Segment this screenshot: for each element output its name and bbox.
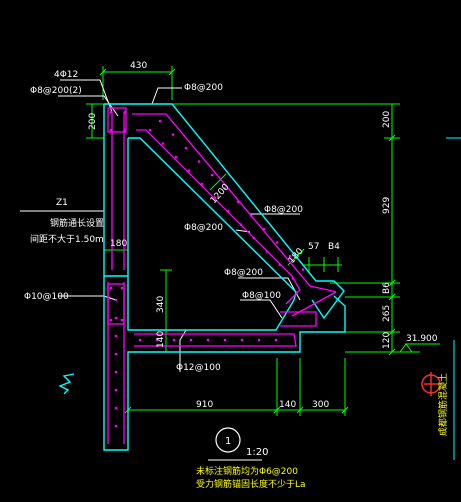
dim-1200: 1200 xyxy=(209,182,232,206)
dim-b4: B4 xyxy=(328,242,340,252)
rebar-dot xyxy=(226,209,230,213)
rebar-dot xyxy=(206,338,210,342)
rebar-dot xyxy=(240,338,244,342)
right-side-text: 成都钢筋混凝土 xyxy=(437,373,449,436)
rebar-dot xyxy=(223,187,227,190)
rebar-dot xyxy=(187,169,191,172)
dim-120: 120 xyxy=(382,332,392,349)
label-column-name: Z1 xyxy=(56,198,68,208)
detail-marker: 1 1:20 未标注钢筋均为Φ6@200 受力钢筋锚固长度不少于La xyxy=(196,427,306,490)
rebar-dot xyxy=(210,173,214,177)
rebar-dot xyxy=(252,236,256,240)
label-rebar-box1: Φ8@200 xyxy=(224,268,263,278)
rebar-dot xyxy=(288,254,292,258)
label-rebar-box2: Φ8@100 xyxy=(242,291,281,301)
rebar-dot xyxy=(291,277,295,280)
rebar-dot xyxy=(184,146,188,150)
rebar-dot xyxy=(265,250,269,253)
dim-left-200: 200 xyxy=(88,113,98,130)
rebar-dot xyxy=(172,338,176,342)
detail-scale: 1:20 xyxy=(246,447,268,458)
rebar-dot xyxy=(120,318,124,322)
label-top-right: Φ8@200 xyxy=(184,83,223,93)
label-rebar-mid-right: Φ8@200 xyxy=(264,205,303,215)
rebar-dot xyxy=(189,338,193,342)
rebar-dot xyxy=(114,424,118,428)
detail-number: 1 xyxy=(225,436,231,447)
dim-180: 180 xyxy=(110,239,127,249)
dim-265: 265 xyxy=(382,305,392,322)
label-top-stirrup: Φ8@200(2) xyxy=(30,86,82,96)
rebar-dot xyxy=(200,182,204,186)
label-column-note1: 钢筋通长设置 xyxy=(50,217,104,229)
dim-430: 430 xyxy=(130,61,147,71)
dim-140-bottom: 140 xyxy=(279,400,296,410)
rebar-dot xyxy=(114,406,118,410)
adjacent-detail: 成都钢筋混凝土 xyxy=(421,137,461,460)
rebar-dot xyxy=(174,155,178,159)
rebar-dot xyxy=(120,286,124,290)
rebar-dot xyxy=(161,142,165,145)
rebar-dot xyxy=(158,119,162,123)
note-2: 受力钢筋锚固长度不少于La xyxy=(196,478,306,490)
rebar-dot xyxy=(223,338,227,342)
rebar-dot xyxy=(114,352,118,356)
rebar-labels: 4Φ12 Φ8@200(2) Φ8@200 Z1 钢筋通长设置 间距不大于1.5… xyxy=(24,70,438,373)
note-1: 未标注钢筋均为Φ6@200 xyxy=(196,465,298,477)
rebar-dot xyxy=(114,316,118,320)
rebar-dot xyxy=(109,110,113,114)
rebar-dot xyxy=(301,268,305,271)
rebar-dot xyxy=(109,318,113,322)
rebar-dot xyxy=(114,388,118,392)
dimension-lines xyxy=(86,66,440,416)
rebar-dot xyxy=(197,160,201,163)
rebar-dot xyxy=(123,128,127,132)
rebar-dot xyxy=(257,338,261,342)
rebar-layout xyxy=(107,107,337,444)
label-elevation: 31.900 xyxy=(406,334,438,344)
rebar-dots xyxy=(109,110,305,428)
dim-300: 300 xyxy=(312,400,329,410)
dim-140-left: 140 xyxy=(156,331,166,348)
rebar-dot xyxy=(275,241,279,244)
rebar-dot xyxy=(109,286,113,290)
rebar-dot xyxy=(213,196,217,199)
dim-929: 929 xyxy=(382,197,392,214)
rebar-dot xyxy=(114,334,118,338)
rebar-dot xyxy=(249,214,253,217)
rebar-dot xyxy=(109,128,113,132)
dim-340: 340 xyxy=(156,296,166,313)
rebar-dot xyxy=(114,370,118,374)
rebar-dot xyxy=(274,338,278,342)
rebar-dot xyxy=(278,263,282,267)
label-top-bars: 4Φ12 xyxy=(54,70,78,80)
rebar-dot xyxy=(123,110,127,114)
rebar-dot xyxy=(155,338,159,342)
label-rebar-left: Φ10@100 xyxy=(24,292,69,302)
dim-right-200: 200 xyxy=(382,111,392,128)
rebar-dot xyxy=(114,298,118,302)
rebar-dot xyxy=(138,338,142,342)
rebar-dot xyxy=(236,200,240,204)
dim-b6: B6 xyxy=(382,282,392,294)
rebar-dot xyxy=(239,223,243,226)
dim-57: 57 xyxy=(308,242,319,252)
label-column-note2: 间距不大于1.50m xyxy=(30,233,104,245)
label-rebar-mid-left: Φ8@200 xyxy=(184,223,223,233)
dim-910: 910 xyxy=(196,400,213,410)
rebar-dot xyxy=(171,133,175,136)
label-rebar-bottom: Φ12@100 xyxy=(176,363,221,373)
concrete-outline xyxy=(58,103,346,451)
rebar-dot xyxy=(262,227,266,231)
rebar-dot xyxy=(148,128,152,132)
